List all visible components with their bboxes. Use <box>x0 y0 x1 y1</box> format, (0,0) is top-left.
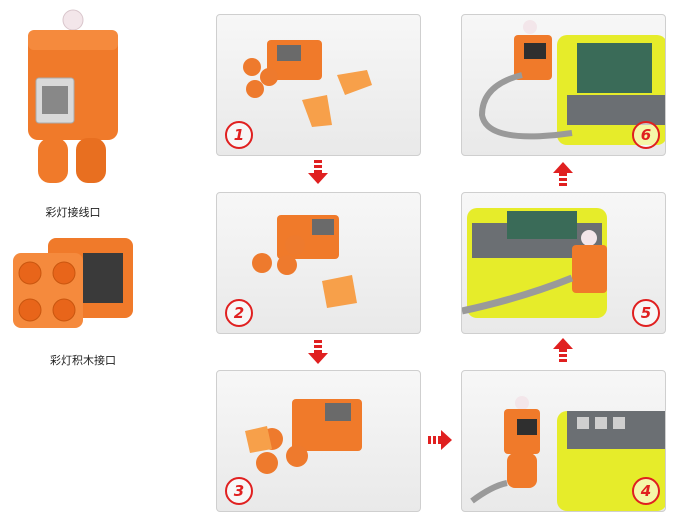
step-3-badge: 3 <box>225 477 253 505</box>
step-2-badge: 2 <box>225 299 253 327</box>
arrow-up-5-to-6-icon <box>553 162 573 186</box>
step-2-panel: 2 <box>216 192 421 334</box>
light-port-caption: 彩灯接线口 <box>45 206 101 219</box>
step-4-badge: 4 <box>632 477 660 505</box>
light-port-image <box>18 8 128 193</box>
step-6-badge: 6 <box>632 121 660 149</box>
step-6-panel: 6 <box>461 14 666 156</box>
arrow-down-2-to-3-icon <box>308 340 328 364</box>
step-1-badge: 1 <box>225 121 253 149</box>
light-brick-port-caption: 彩灯积木接口 <box>50 354 116 367</box>
step-5-badge: 5 <box>632 299 660 327</box>
step-1-panel: 1 <box>216 14 421 156</box>
arrow-up-4-to-5-icon <box>553 338 573 362</box>
arrow-right-3-to-4-icon <box>428 430 452 450</box>
step-4-panel: 4 <box>461 370 666 512</box>
light-brick-port-image <box>8 228 138 340</box>
arrow-down-1-to-2-icon <box>308 160 328 184</box>
step-5-panel: 5 <box>461 192 666 334</box>
step-3-panel: 3 <box>216 370 421 512</box>
